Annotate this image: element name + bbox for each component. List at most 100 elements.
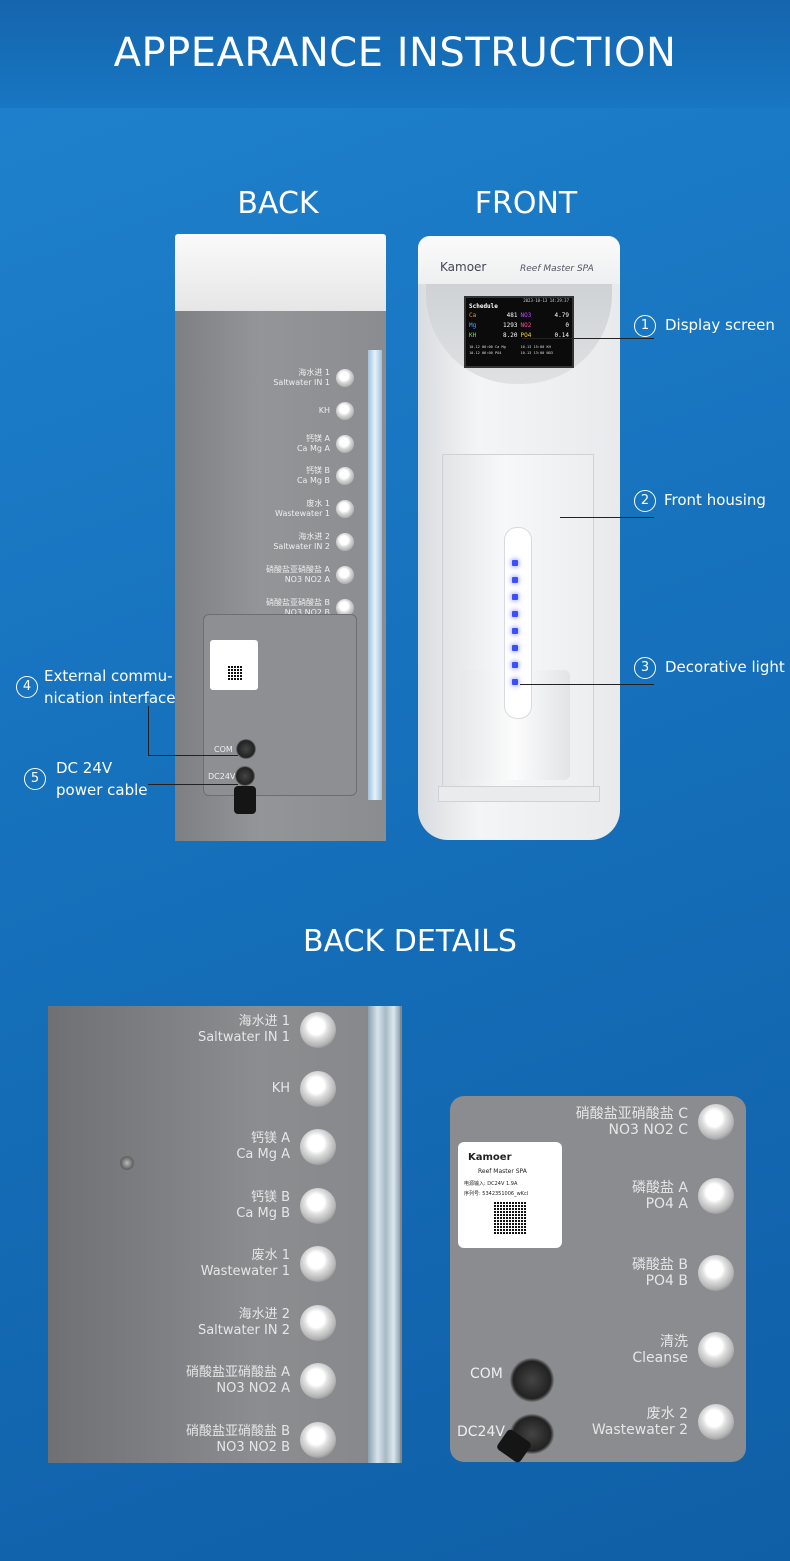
led-segment (512, 679, 518, 685)
tube-port[interactable] (300, 1012, 336, 1048)
side-tube (368, 1006, 400, 1463)
tube-port[interactable] (698, 1178, 734, 1214)
led-segment (512, 594, 518, 600)
tube-port[interactable] (300, 1187, 336, 1224)
port-label-en: NO3 NO2 C (608, 1122, 688, 1138)
port-label-en: Ca Mg A (296, 443, 330, 453)
back-detail-left-panel (48, 1006, 402, 1463)
port-label-cn: 磷酸盐 B (631, 1257, 688, 1273)
page-title: APPEARANCE INSTRUCTION (113, 30, 677, 76)
com-label: COM (214, 745, 233, 754)
port-label-en: Ca Mg B (236, 1205, 290, 1221)
port-label-cn: 硝酸盐亚硝酸盐 B (265, 597, 330, 607)
callout-power-cable: DC 24V power cable (56, 759, 148, 799)
detail-port-label: KH (272, 1081, 290, 1097)
port-label-cn: 废水 1 (251, 1248, 290, 1263)
tube-port[interactable] (300, 1129, 336, 1165)
port-label-en: NO3 NO2 B (284, 607, 330, 617)
leader-line-2 (560, 517, 654, 518)
dc-port[interactable] (235, 766, 255, 786)
led-segment (512, 645, 518, 651)
port-label-cn: 清洗 (660, 1334, 688, 1350)
tube-port[interactable] (336, 598, 354, 617)
port-label-en: Saltwater IN 1 (197, 1030, 290, 1045)
tube-port[interactable] (698, 1104, 734, 1140)
port-label-en: Wastewater 2 (591, 1422, 688, 1438)
port-label-en: Saltwater IN 2 (273, 542, 330, 551)
leader-line-3 (520, 684, 654, 685)
led-segment (512, 577, 518, 583)
port-label-cn: 钙镁 B (250, 1189, 290, 1205)
tube-port[interactable] (336, 467, 354, 486)
tube-port[interactable] (698, 1332, 734, 1368)
reading-value: 4.79 (554, 312, 569, 319)
tube-port[interactable] (336, 434, 354, 453)
port-label-cn: 硝酸盐亚硝酸盐 C (575, 1106, 688, 1122)
detail-com-port[interactable] (510, 1358, 554, 1402)
port-label-en: NO3 NO2 A (284, 574, 330, 584)
reading-name: Mg (469, 322, 477, 329)
callout-display-screen: Display screen (665, 316, 775, 334)
tube-port[interactable] (300, 1421, 336, 1458)
port-label-cn: 废水 2 (646, 1406, 688, 1422)
mount-screw (120, 1156, 134, 1170)
title-banner: APPEARANCE INSTRUCTION (0, 0, 790, 108)
tube-port[interactable] (698, 1255, 734, 1291)
port-label-en: KH (271, 1080, 290, 1096)
label-serial: 序列号: 5342351006_wKcl (464, 1191, 529, 1197)
reading-name: Ca (469, 312, 477, 319)
detail-com-label: COM (470, 1366, 503, 1382)
tube-port[interactable] (336, 401, 354, 420)
tube-port[interactable] (300, 1363, 336, 1399)
port-label-cn: 海水进 2 (238, 1306, 290, 1322)
schedule-entry: 10-12 06:00 PO4 (469, 351, 502, 355)
device-label-sticker: Kamoer Reef Master SPA 电源输入: DC24V 1.9A … (458, 1142, 562, 1248)
port-label-cn: 硝酸盐亚硝酸盐 B (185, 1423, 290, 1439)
qr-code (228, 666, 242, 680)
port-label-cn: 海水进 2 (298, 532, 330, 541)
back-details-heading: BACK DETAILS (303, 924, 517, 959)
tube-port[interactable] (336, 533, 354, 551)
tube-port[interactable] (336, 369, 354, 387)
tube-port[interactable] (336, 565, 354, 584)
screen-datetime: 2023-10-13 14:29:37 (523, 298, 569, 303)
led-segment (512, 628, 518, 634)
port-label-cn: 硝酸盐亚硝酸盐 A (185, 1365, 290, 1380)
tube-port[interactable] (698, 1404, 734, 1440)
callout-front-housing: Front housing (664, 491, 766, 509)
leader-line-4a (148, 706, 149, 756)
rear-label-sticker (210, 640, 258, 690)
port-label-en: Cleanse (632, 1350, 688, 1366)
tube-port[interactable] (336, 500, 354, 519)
tube-port[interactable] (300, 1304, 336, 1341)
com-port[interactable] (236, 739, 256, 759)
callout-communication-interface: External commu- nication interface (44, 667, 176, 707)
side-window (368, 350, 382, 800)
tube-port[interactable] (300, 1246, 336, 1282)
led-segment (512, 560, 518, 566)
tube-port[interactable] (300, 1070, 336, 1107)
callout-number-5: 5 (24, 768, 46, 790)
